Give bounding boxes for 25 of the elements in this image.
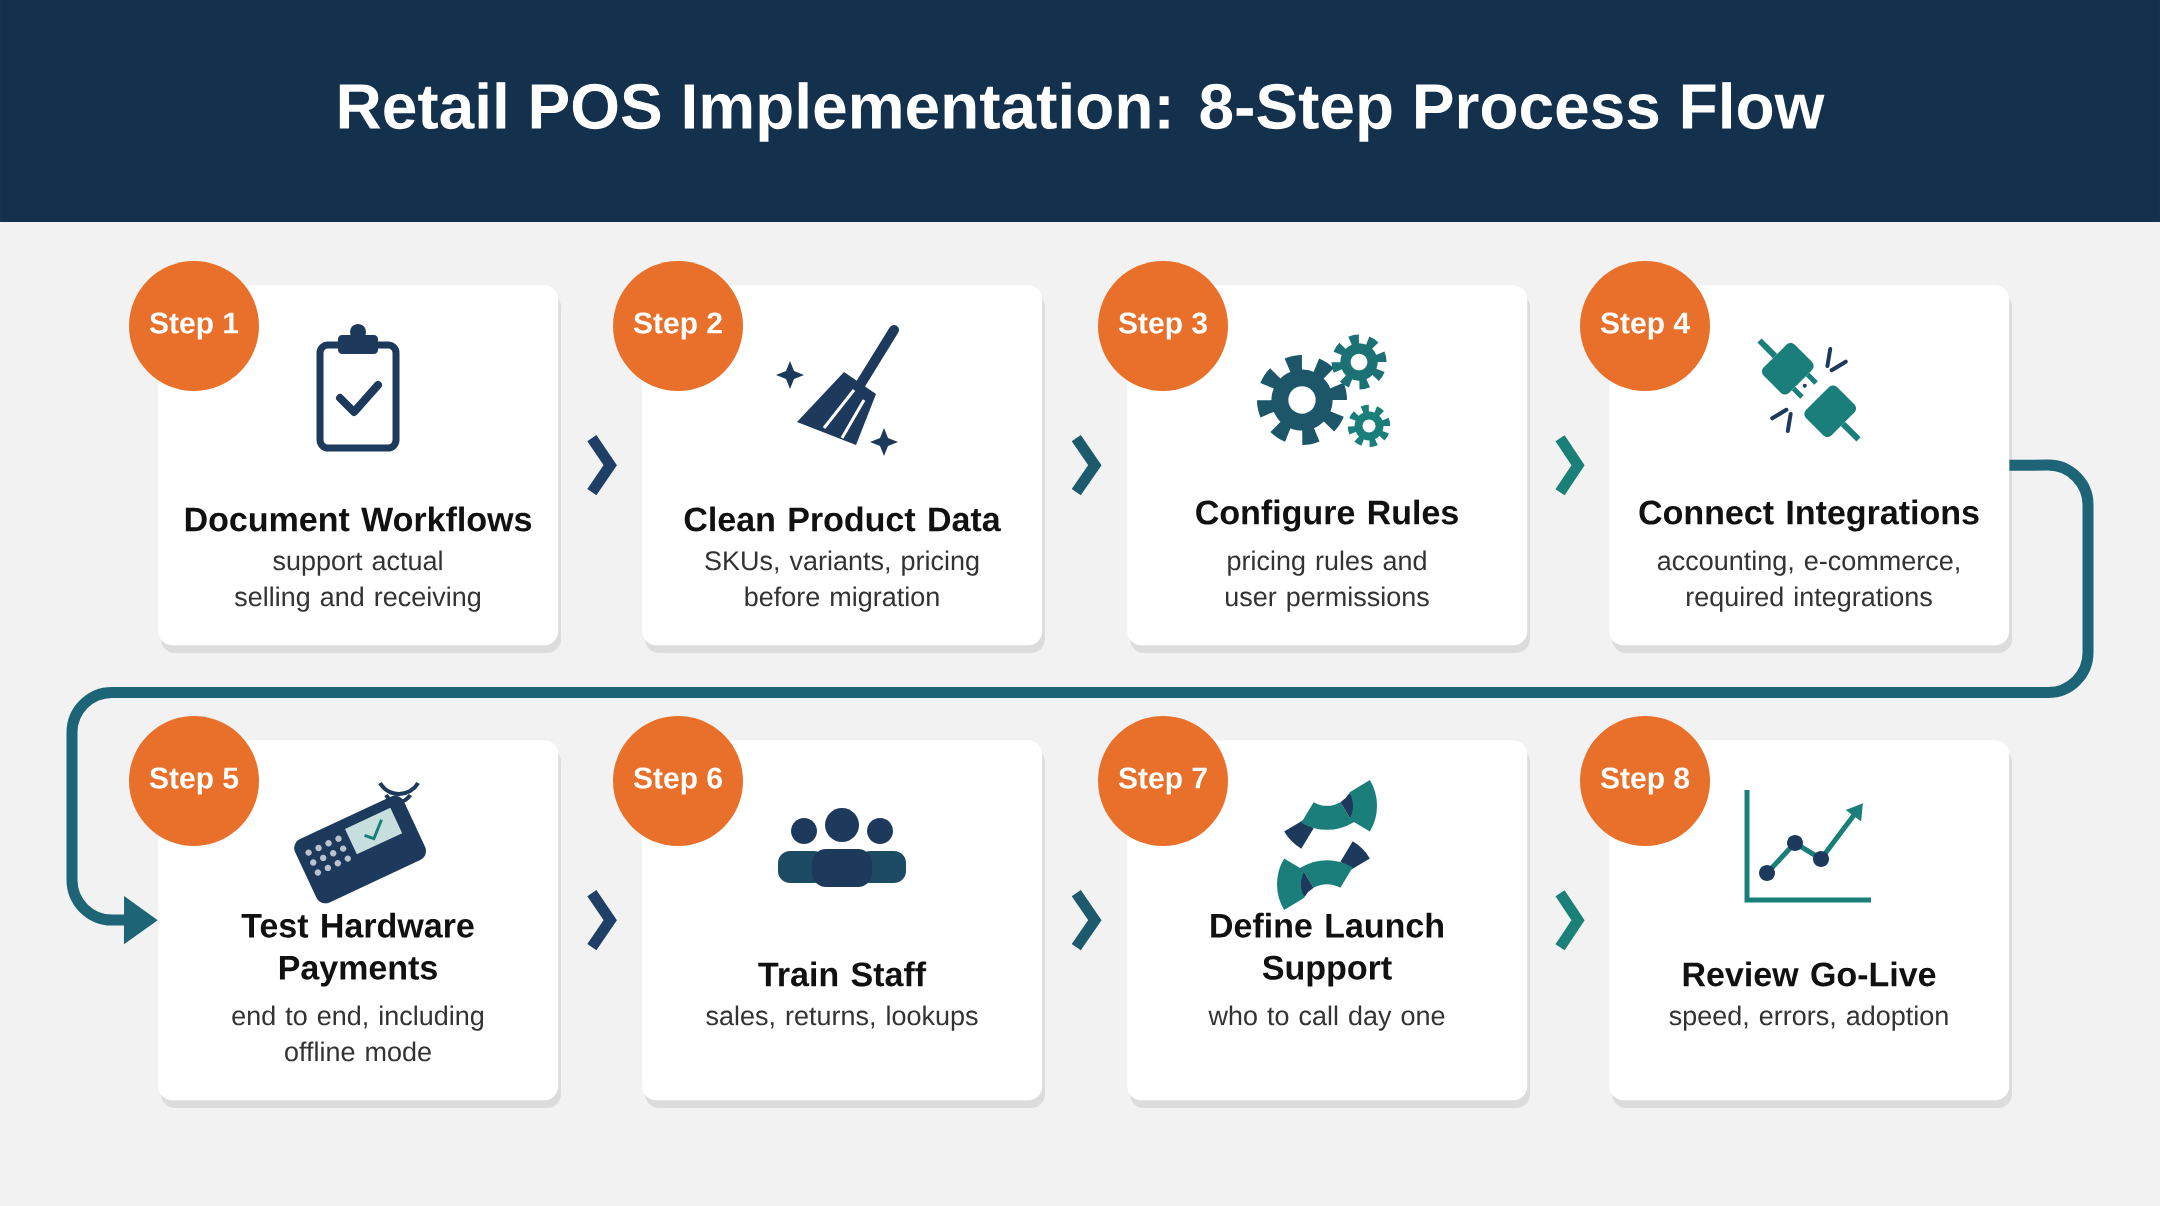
step-title: Test Hardware Payments — [241, 912, 474, 987]
step-title: Configure Rules — [1196, 499, 1458, 532]
step-title: Define Launch Support — [1211, 912, 1443, 987]
step-title: Review Go-Live — [1683, 961, 1936, 987]
step-title: Clean Product Data — [684, 506, 1001, 532]
step-description: support actual selling and receiving — [234, 550, 480, 612]
step-description: accounting, e-commerce, required integrations — [1657, 550, 1959, 612]
step-title: Connect Integrations — [1639, 499, 1979, 532]
step-description: pricing rules and user permissions — [1226, 550, 1429, 612]
step-badge: Step 5 — [129, 716, 259, 846]
step-description: who to call day one — [1208, 1005, 1445, 1031]
step-badge: Step 1 — [129, 261, 259, 391]
step-description: end to end, including offline mode — [232, 1005, 484, 1062]
step-title: Document Workflows — [185, 506, 532, 532]
step-badge: Step 3 — [1098, 261, 1228, 391]
step-badge: Step 2 — [613, 261, 743, 391]
step-description: SKUs, variants, pricing before migration — [705, 550, 979, 612]
step-badge: Step 4 — [1580, 261, 1710, 391]
step-badge: Step 6 — [613, 716, 743, 846]
title-banner: Retail POS Implementation: 8-Step Process Flow — [0, 0, 2160, 222]
step-badge: Step 8 — [1580, 716, 1710, 846]
step-description: speed, errors, adoption — [1669, 1005, 1948, 1031]
step-title: Train Staff — [758, 961, 927, 987]
step-description: sales, returns, lookups — [706, 1005, 978, 1031]
step-badge: Step 7 — [1098, 716, 1228, 846]
